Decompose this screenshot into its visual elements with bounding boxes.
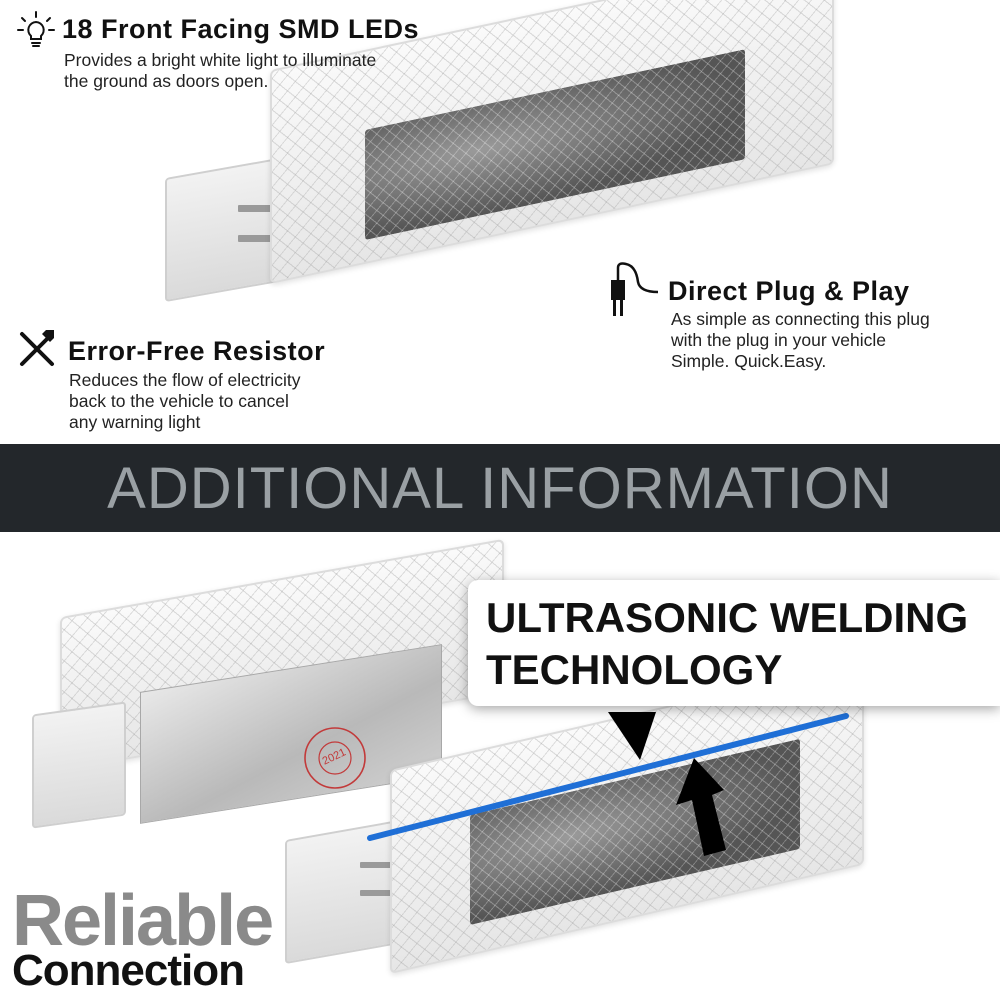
feature-leds: 18 Front Facing SMD LEDs Provides a brig… (16, 10, 516, 100)
product-image-front (280, 660, 1000, 1000)
additional-info-banner: ADDITIONAL INFORMATION (0, 444, 1000, 532)
feature-resistor: Error-Free Resistor Reduces the flow of … (16, 326, 416, 436)
weld-line (367, 713, 849, 841)
product-image-back: 2021 (30, 538, 510, 848)
banner-title: ADDITIONAL INFORMATION (107, 455, 893, 521)
connector-pin (238, 205, 278, 212)
product-image-top (160, 0, 840, 340)
welding-callout: ULTRASONIC WELDING TECHNOLOGY (468, 580, 1000, 706)
connector-pin (360, 890, 400, 896)
tagline-connection: Connection (12, 946, 245, 995)
feature-leds-description: Provides a bright white light to illumin… (64, 50, 377, 91)
connector-pin (360, 862, 400, 868)
arrow-up-icon (676, 758, 726, 856)
welding-callout-text: ULTRASONIC WELDING TECHNOLOGY (486, 594, 969, 693)
feature-plug: Direct Plug & Play As simple as connecti… (600, 258, 1000, 378)
feature-plug-description: As simple as connecting this plug with t… (671, 309, 930, 371)
tools-icon (16, 326, 60, 375)
feature-leds-title: 18 Front Facing SMD LEDs (62, 14, 420, 44)
date-stamp: 2021 (300, 723, 370, 793)
feature-resistor-description: Reduces the flow of electricity back to … (69, 370, 301, 432)
lightbulb-icon (16, 10, 56, 55)
feature-resistor-title: Error-Free Resistor (68, 336, 326, 366)
arrow-down-icon (608, 712, 656, 760)
connector-pin (238, 235, 278, 242)
tagline-reliable: Reliable (12, 881, 274, 961)
feature-plug-title: Direct Plug & Play (668, 276, 910, 306)
plug-icon (604, 260, 666, 327)
